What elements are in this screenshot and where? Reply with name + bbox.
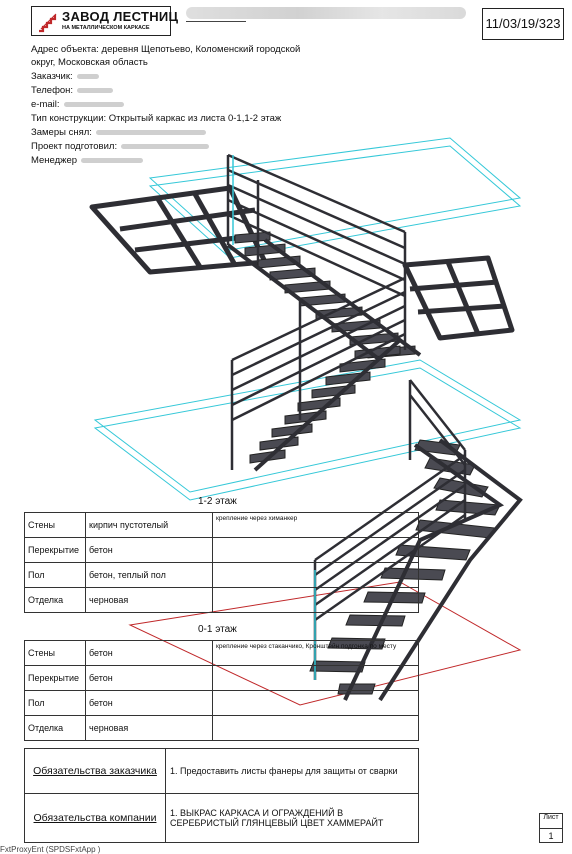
redacted-value [121, 143, 210, 149]
row-note: крепление через химанкер [212, 512, 419, 538]
email-row: e-mail: [31, 99, 124, 110]
row-label: Пол [24, 690, 86, 716]
row-value: бетон [85, 690, 213, 716]
phone-row: Телефон: [31, 85, 114, 96]
top-platform [89, 185, 268, 275]
row-label: Стены [24, 640, 86, 666]
footer-text: FxtProxyEnt (SPDSFxtApp ) [0, 845, 101, 854]
row-label: Перекрытие [24, 665, 86, 691]
row-note [212, 665, 419, 691]
table-row: Отделка черновая [24, 587, 419, 613]
table-row: Отделка черновая [24, 715, 419, 741]
row-value: бетон [85, 537, 213, 563]
redacted-title [186, 7, 466, 19]
redacted-value [95, 129, 206, 135]
floor-01-title: 0-1 этаж [198, 624, 237, 635]
row-label: Отделка [24, 715, 86, 741]
row-note [212, 562, 419, 588]
project-row: Проект подготовил: [31, 141, 210, 152]
manager-row: Менеджер [31, 155, 144, 166]
row-value: бетон, теплый пол [85, 562, 213, 588]
row-note [212, 690, 419, 716]
row-value: черновая [85, 715, 213, 741]
row-note: крепление через стаканчико, Кронштейн по… [212, 640, 419, 666]
row-value: бетон [85, 665, 213, 691]
email-label: e-mail: [31, 99, 60, 110]
project-label: Проект подготовил: [31, 141, 118, 152]
address-line-1: Адрес объекта: деревня Щепотьево, Коломе… [31, 44, 301, 55]
row-label: Перекрытие [24, 537, 86, 563]
measured-label: Замеры снял: [31, 127, 92, 138]
redacted-value [76, 73, 99, 79]
row-label: Стены [24, 512, 86, 538]
company-obligations-text: 1. ВЫКРАС КАРКАСА И ОГРАЖДЕНИЙ В СЕРЕБРИ… [165, 793, 419, 843]
redacted-value [77, 87, 114, 93]
obligations-table: Обязательства заказчика 1. Предоставить … [24, 748, 419, 843]
middle-platform [402, 255, 515, 341]
redacted-value [63, 101, 124, 107]
sheet-label: Лист [543, 814, 559, 821]
redacted-underline [186, 21, 246, 22]
row-value: бетон [85, 640, 213, 666]
company-logo: ЗАВОД ЛЕСТНИЦ НА МЕТАЛЛИЧЕСКОМ КАРКАСЕ [31, 6, 178, 36]
date-code: 11/03/19/323 [482, 8, 564, 40]
stairs-logo-icon [39, 13, 57, 33]
customer-row: Заказчик: [31, 71, 99, 82]
customer-obligations-text: 1. Предоставить листы фанеры для защиты … [165, 748, 419, 794]
redacted-value [81, 157, 144, 163]
row-note [212, 587, 419, 613]
logo-subtitle: НА МЕТАЛЛИЧЕСКОМ КАРКАСЕ [62, 25, 150, 31]
row-label: Пол [24, 562, 86, 588]
floor-slab-upper [148, 137, 522, 259]
table-row: Стены бетон крепление через стаканчико, … [24, 640, 419, 666]
sheet-number-box: Лист 1 [539, 813, 563, 843]
phone-label: Телефон: [31, 85, 74, 96]
table-row: Перекрытие бетон [24, 665, 419, 691]
table-row: Обязательства заказчика 1. Предоставить … [24, 748, 419, 794]
construction-type: Тип конструкции: Открытый каркас из лист… [31, 113, 282, 124]
company-obligations-label: Обязательства компании [24, 793, 166, 843]
middle-flight [249, 345, 401, 464]
table-row: Стены кирпич пустотелый крепление через … [24, 512, 419, 538]
table-row: Обязательства компании 1. ВЫКРАС КАРКАСА… [24, 793, 419, 843]
floor-12-table: Стены кирпич пустотелый крепление через … [24, 512, 419, 613]
customer-label: Заказчик: [31, 71, 73, 82]
customer-obligations-label: Обязательства заказчика [24, 748, 166, 794]
manager-label: Менеджер [31, 155, 78, 166]
address-line-2: округ, Московская область [31, 57, 148, 68]
row-value: кирпич пустотелый [85, 512, 213, 538]
floor-01-table: Стены бетон крепление через стаканчико, … [24, 640, 419, 741]
row-value: черновая [85, 587, 213, 613]
sheet-number: 1 [540, 828, 562, 843]
row-note [212, 715, 419, 741]
upper-flight [234, 231, 416, 359]
floor-12-title: 1-2 этаж [198, 496, 237, 507]
row-label: Отделка [24, 587, 86, 613]
measured-row: Замеры снял: [31, 127, 206, 138]
table-row: Пол бетон [24, 690, 419, 716]
logo-title: ЗАВОД ЛЕСТНИЦ [62, 9, 179, 24]
table-row: Перекрытие бетон [24, 537, 419, 563]
row-note [212, 537, 419, 563]
table-row: Пол бетон, теплый пол [24, 562, 419, 588]
